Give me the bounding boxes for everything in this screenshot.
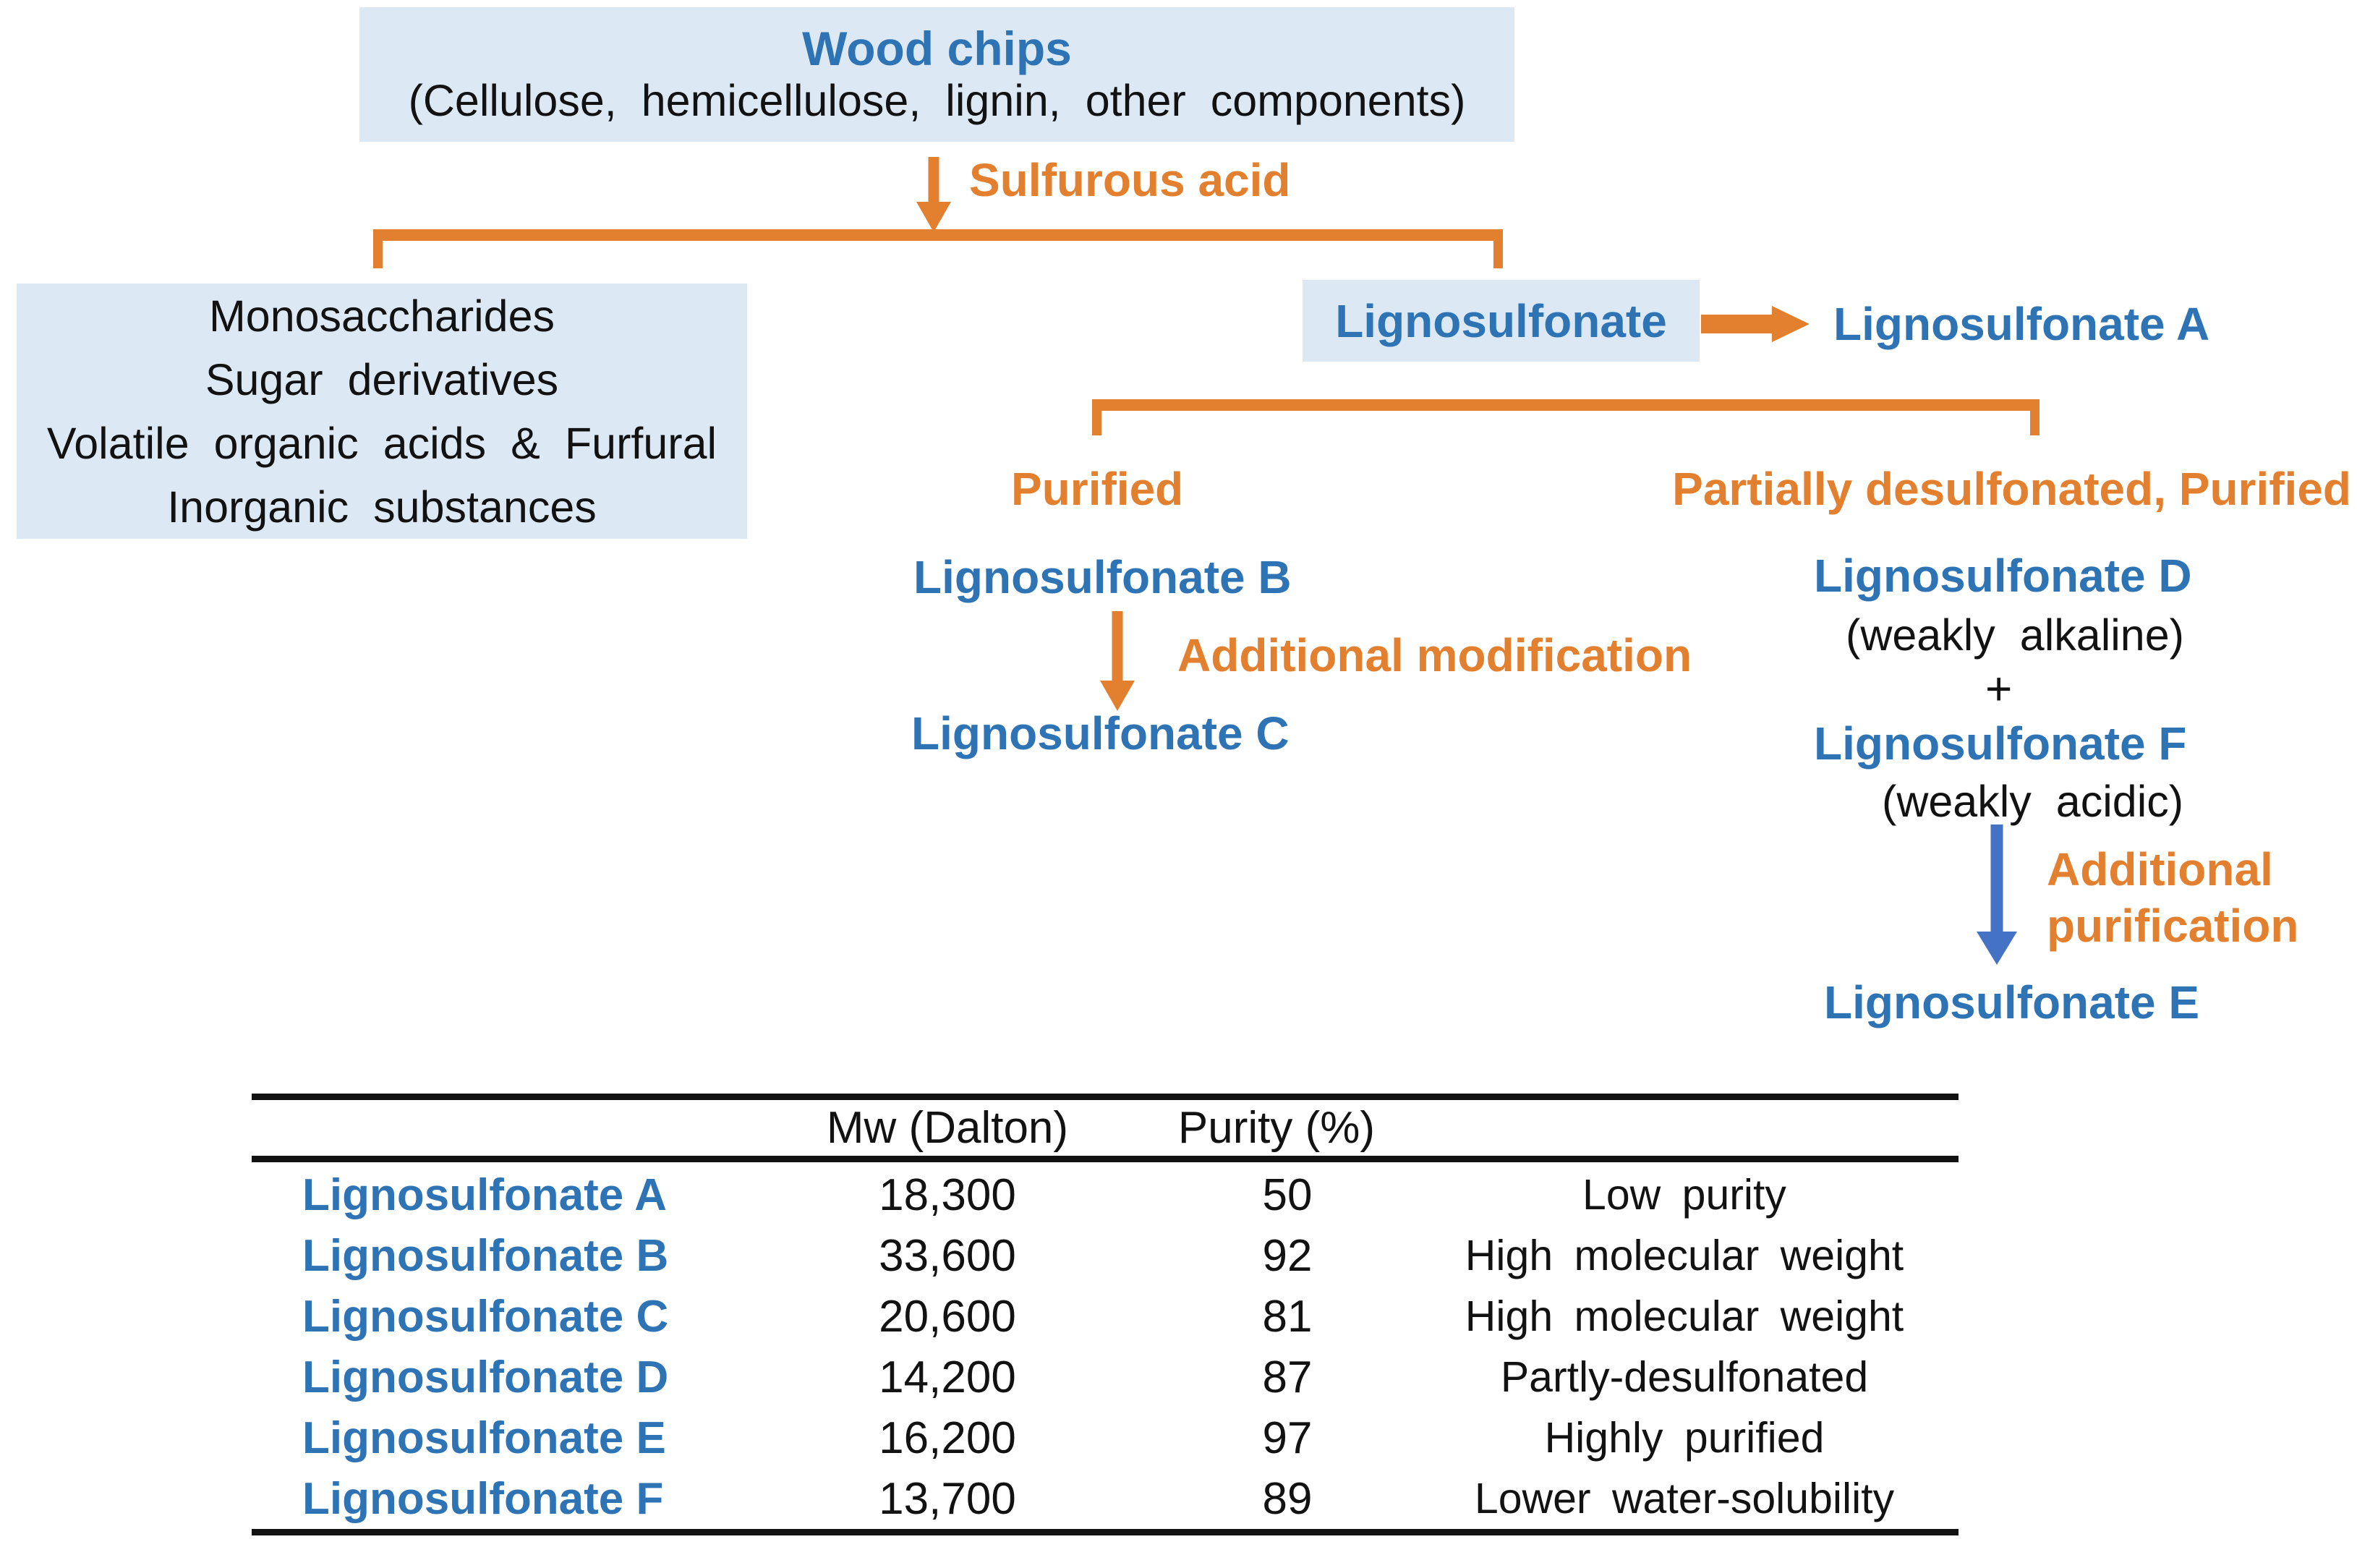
wood-chips-title: Wood chips xyxy=(802,22,1072,75)
table-row: Lignosulfonate B 33,600 92 High molecula… xyxy=(252,1225,1959,1286)
row-mw: 18,300 xyxy=(879,1169,1016,1220)
weakly-acidic-label: (weakly acidic) xyxy=(1882,777,2184,826)
sulfurous-acid-label: Sulfurous acid xyxy=(969,154,1291,206)
row-mw: 20,600 xyxy=(879,1291,1016,1342)
lignosulfonate-box: Lignosulfonate xyxy=(1303,280,1700,362)
split-bracket-lignosulfonate xyxy=(1092,399,2040,435)
byproduct-line: Volatile organic acids & Furfural xyxy=(46,418,717,468)
row-note: Low purity xyxy=(1582,1171,1786,1219)
lignosulfonate-c-label: Lignosulfonate C xyxy=(911,707,1290,759)
table-header-mw: Mw (Dalton) xyxy=(826,1102,1069,1153)
sulfurous-acid-arrow-icon xyxy=(916,157,951,232)
byproduct-line: Sugar derivatives xyxy=(205,354,559,404)
row-mw: 16,200 xyxy=(879,1413,1016,1463)
partially-desulfonated-label: Partially desulfonated, Purified xyxy=(1672,463,2351,515)
table-row: Lignosulfonate C 20,600 81 High molecula… xyxy=(252,1286,1959,1347)
row-name: Lignosulfonate A xyxy=(302,1169,667,1220)
split-bracket-top xyxy=(373,229,1503,268)
wood-chips-box: Wood chips (Cellulose, hemicellulose, li… xyxy=(359,7,1514,142)
additional-modification-arrow-icon xyxy=(1100,611,1135,712)
row-name: Lignosulfonate E xyxy=(302,1413,666,1463)
row-mw: 14,200 xyxy=(879,1352,1016,1402)
table-header-rule xyxy=(252,1156,1959,1162)
table-header-purity: Purity (%) xyxy=(1177,1102,1376,1153)
lignosulfonate-label: Lignosulfonate xyxy=(1335,294,1667,347)
row-name: Lignosulfonate D xyxy=(302,1352,669,1402)
table-row: Lignosulfonate D 14,200 87 Partly-desulf… xyxy=(252,1347,1959,1407)
additional-purification-line1: Additional xyxy=(2047,843,2273,895)
additional-purification-line2: purification xyxy=(2047,900,2299,952)
row-purity: 92 xyxy=(1262,1230,1313,1281)
lignosulfonate-b-label: Lignosulfonate B xyxy=(913,551,1292,603)
table-row: Lignosulfonate F 13,700 89 Lower water-s… xyxy=(252,1468,1959,1529)
row-mw: 33,600 xyxy=(879,1230,1016,1281)
table-row: Lignosulfonate A 18,300 50 Low purity xyxy=(252,1164,1959,1225)
row-name: Lignosulfonate F xyxy=(302,1473,664,1524)
row-purity: 50 xyxy=(1262,1169,1313,1220)
row-purity: 87 xyxy=(1262,1352,1313,1402)
additional-modification-label: Additional modification xyxy=(1177,629,1692,681)
lignosulfonate-e-label: Lignosulfonate E xyxy=(1824,976,2200,1028)
lignosulfonate-f-label: Lignosulfonate F xyxy=(1814,717,2187,770)
wood-chips-subtitle: (Cellulose, hemicellulose, lignin, other… xyxy=(408,76,1466,125)
table-bottom-rule xyxy=(252,1529,1959,1535)
row-name: Lignosulfonate B xyxy=(302,1230,669,1281)
table-row: Lignosulfonate E 16,200 97 Highly purifi… xyxy=(252,1407,1959,1468)
row-purity: 97 xyxy=(1262,1413,1313,1463)
row-purity: 89 xyxy=(1262,1473,1313,1524)
table-top-rule xyxy=(252,1094,1959,1100)
additional-purification-arrow-icon xyxy=(1976,825,2018,966)
purified-label: Purified xyxy=(1011,463,1184,515)
row-note: High molecular weight xyxy=(1465,1292,1904,1340)
byproducts-box: Monosaccharides Sugar derivatives Volati… xyxy=(17,284,747,539)
lignosulfonate-a-label: Lignosulfonate A xyxy=(1833,298,2210,350)
row-name: Lignosulfonate C xyxy=(302,1291,669,1342)
additional-purification-label: Additional purification xyxy=(2047,841,2298,954)
lignosulfonate-d-label: Lignosulfonate D xyxy=(1814,550,2192,602)
weakly-alkaline-label: (weakly alkaline) xyxy=(1846,610,2184,660)
row-note: Partly-desulfonated xyxy=(1500,1353,1869,1401)
plus-sign: + xyxy=(1985,662,2013,715)
row-mw: 13,700 xyxy=(879,1473,1016,1524)
byproduct-line: Monosaccharides xyxy=(208,291,555,341)
right-arrow-icon xyxy=(1701,306,1810,342)
row-note: Lower water-solubility xyxy=(1474,1475,1895,1522)
row-purity: 81 xyxy=(1262,1291,1313,1342)
row-note: High molecular weight xyxy=(1465,1232,1904,1279)
row-note: Highly purified xyxy=(1544,1414,1825,1462)
byproduct-line: Inorganic substances xyxy=(167,482,597,532)
